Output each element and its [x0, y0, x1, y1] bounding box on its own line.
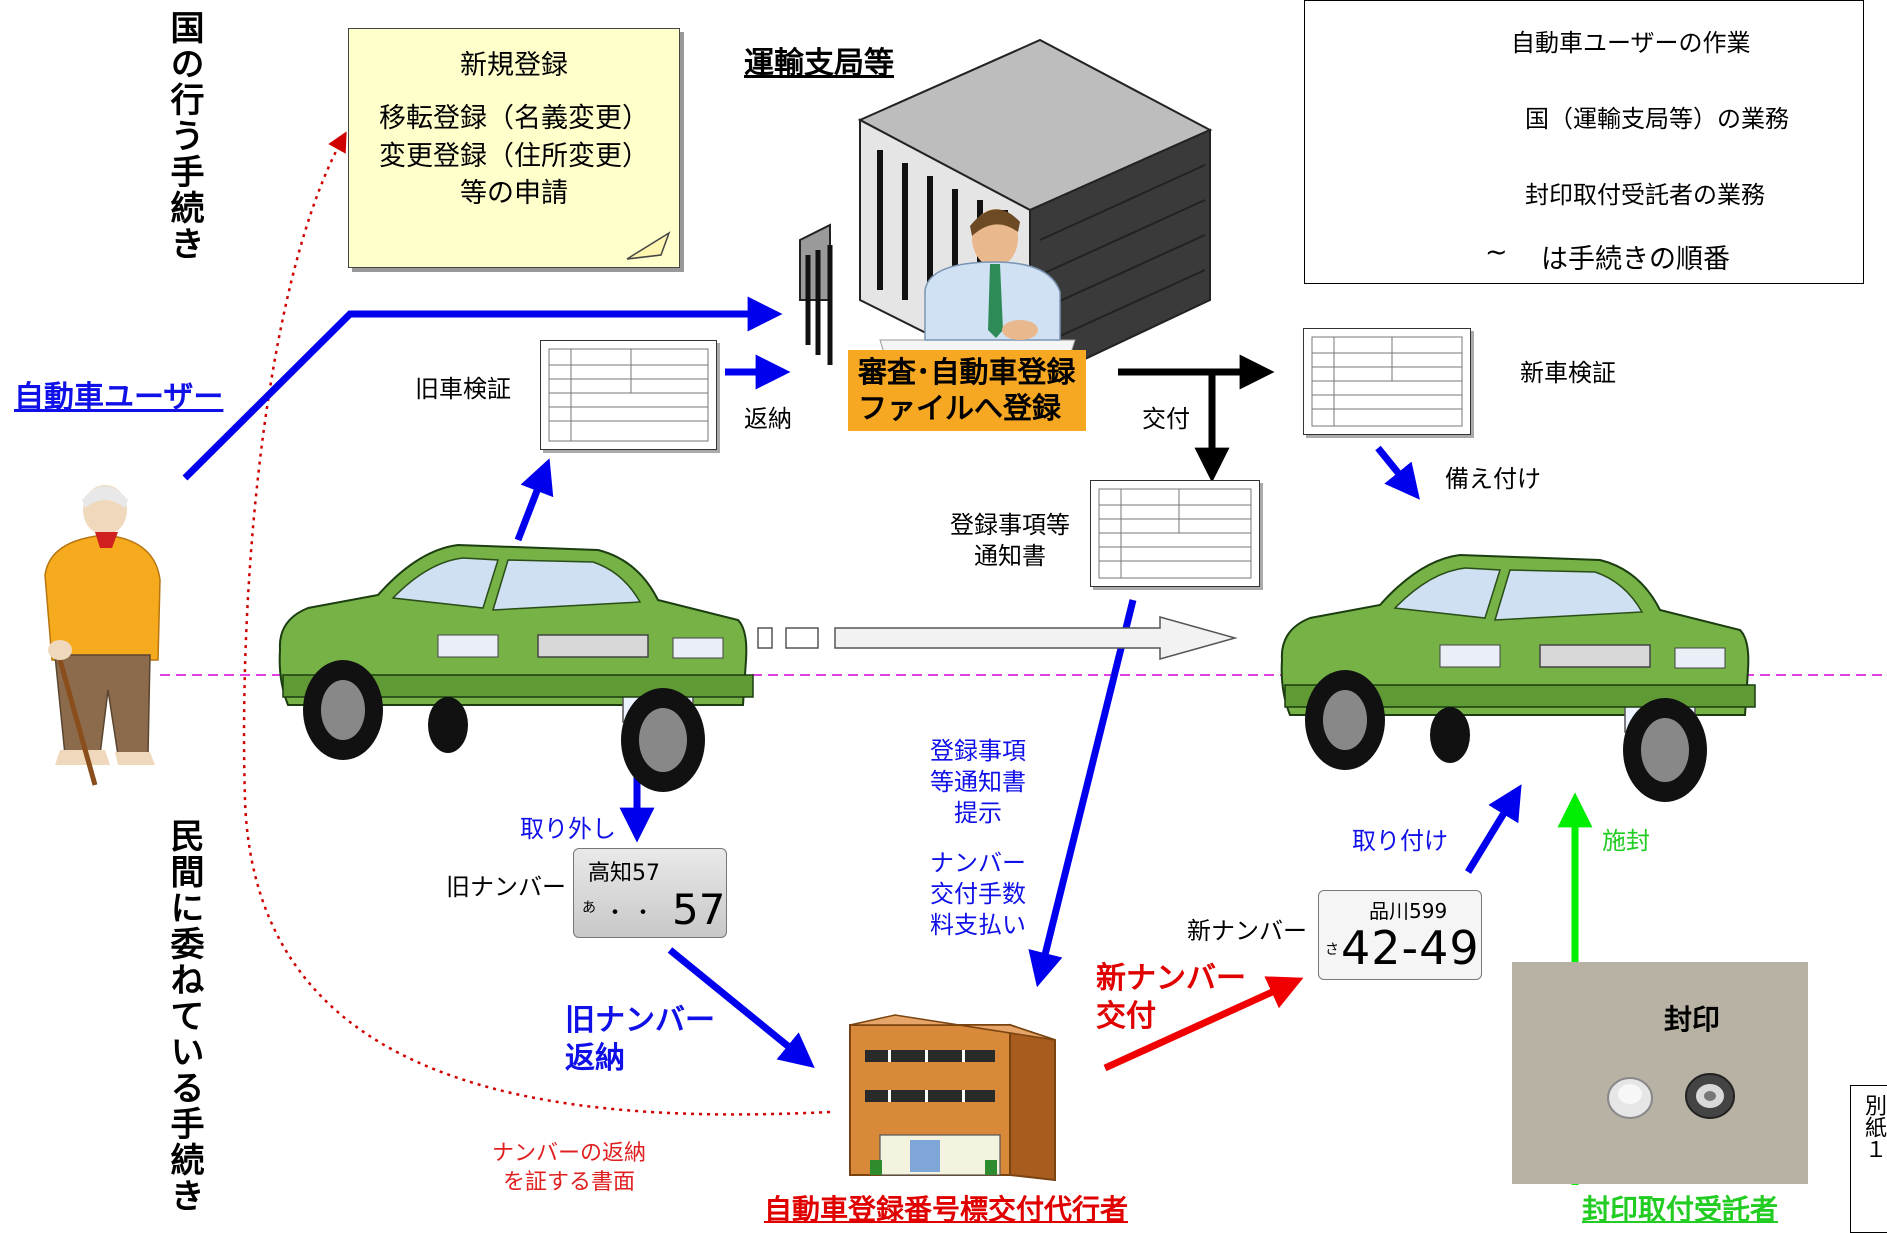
document-lines-icon: [1098, 488, 1252, 579]
old-car: [278, 543, 754, 792]
old-plate-top: 高知57: [588, 861, 660, 886]
new-number-label: 新ナンバー: [1187, 917, 1307, 945]
new-cert-document: [1303, 328, 1471, 435]
review-line-1: 審査･自動車登録: [858, 355, 1076, 389]
document-lines-icon: [548, 348, 709, 442]
attach-arrow: [1465, 784, 1522, 874]
new-issue-text: 新ナンバー 交付: [1096, 960, 1246, 1035]
application-note: 新規登録 移転登録（名義変更） 変更登録（住所変更） 等の申請: [348, 28, 680, 268]
review-highlight: 審査･自動車登録 ファイルへ登録: [848, 350, 1086, 431]
old-return-line-2: 返納: [565, 1040, 625, 1076]
fee-line-1: ナンバー: [930, 849, 1026, 877]
fee-text: ナンバー 交付手数 料支払い: [930, 848, 1026, 942]
seal-caps-icon: [1607, 1073, 1735, 1119]
fee-line-3: 料支払い: [930, 911, 1026, 940]
equip-label: 備え付け: [1445, 465, 1541, 493]
transfer-block-2: [785, 627, 819, 649]
equip-arrow: [1375, 445, 1420, 500]
proof-dotted-curve: [242, 131, 831, 1116]
new-cert-label: 新車検証: [1520, 359, 1616, 387]
new-plate: 品川599 さ 42-49: [1318, 890, 1482, 980]
note-line-1: 新規登録: [460, 50, 568, 81]
note-line-2: 移転登録（名義変更）: [379, 103, 649, 135]
agent-label: 自動車登録番号標交付代行者: [764, 1193, 1129, 1226]
new-issue-line-1: 新ナンバー: [1096, 961, 1246, 996]
proof-line-1: ナンバーの返納: [492, 1141, 647, 1166]
notice-doc-line-1: 登録事項等: [950, 511, 1070, 539]
old-plate: 高知57 あ ・・ 57: [573, 848, 727, 938]
seal-photo: 封印: [1512, 962, 1808, 1184]
legend-user-work: 自動車ユーザーの作業: [1511, 29, 1751, 57]
user-label: 自動車ユーザー: [14, 380, 224, 415]
notice-doc-label: 登録事項等 通知書: [950, 510, 1070, 572]
gov-procedure-label: 国の行う手続き: [164, 10, 204, 262]
note-line-4: 等の申請: [460, 177, 568, 209]
notice-to-agent-arrow: [1028, 599, 1137, 988]
transfer-block-1: [757, 627, 773, 649]
fee-line-2: 交付手数: [930, 880, 1026, 909]
old-return-line-1: 旧ナンバー: [565, 1003, 715, 1038]
transfer-arrow: [834, 616, 1238, 660]
legend-order-tilde: ~: [1485, 237, 1508, 268]
car-to-cert-arrow: [514, 458, 554, 542]
legend-gov-work: 国（運輸支局等）の業務: [1525, 105, 1789, 133]
new-car: [1280, 553, 1756, 802]
old-plate-return-arrow: [667, 947, 815, 1068]
legend-box: 自動車ユーザーの作業 国（運輸支局等）の業務 封印取付受託者の業務 ~ は手続き…: [1304, 0, 1864, 284]
seal-action-label: 施封: [1602, 827, 1650, 855]
office-title: 運輸支局等: [744, 46, 894, 81]
old-number-label: 旧ナンバー: [446, 873, 566, 901]
present-line-2: 等通知書: [930, 768, 1026, 797]
return-label: 返納: [744, 405, 792, 433]
present-text: 登録事項 等通知書 提示: [930, 736, 1026, 830]
new-plate-top: 品川599: [1369, 899, 1448, 923]
note-curl-icon: [626, 231, 671, 260]
seal-agent-label: 封印取付受託者: [1582, 1193, 1779, 1226]
attach-label: 取り付け: [1352, 827, 1448, 855]
new-plate-num: 42-49: [1341, 921, 1480, 975]
old-return-text: 旧ナンバー 返納: [565, 1002, 715, 1077]
remove-label: 取り外し: [520, 815, 616, 843]
agent-building: [849, 1014, 1056, 1182]
legend-order-text: は手続きの順番: [1541, 244, 1730, 275]
note-line-3: 変更登録（住所変更）: [379, 140, 649, 172]
old-plate-dots: ・・: [604, 901, 661, 926]
review-line-2: ファイルへ登録: [858, 391, 1062, 426]
old-plate-num: 57: [672, 885, 726, 934]
issue-label: 交付: [1142, 405, 1190, 433]
proof-line-2: を証する書面: [503, 1169, 636, 1195]
office-building: [799, 38, 1213, 387]
present-line-3: 提示: [954, 799, 1002, 828]
present-line-1: 登録事項: [930, 737, 1026, 765]
private-procedure-label: 民間に委ねている手続き: [164, 818, 204, 1214]
notice-doc-line-2: 通知書: [974, 542, 1046, 571]
user-figure: [44, 485, 161, 786]
attachment-tab: 別紙１: [1850, 1085, 1887, 1233]
notice-document: [1090, 480, 1260, 587]
old-cert-document: [540, 340, 717, 450]
new-plate-kana: さ: [1325, 942, 1339, 958]
seal-photo-label: 封印: [1664, 1003, 1721, 1036]
document-lines-icon: [1311, 336, 1463, 427]
attachment-tab-label: 別紙１: [1861, 1094, 1886, 1160]
proof-text: ナンバーの返納 を証する書面: [492, 1140, 646, 1197]
new-plate-issue-arrow: [1103, 976, 1304, 1072]
old-plate-kana: あ: [582, 900, 596, 916]
legend-seal-work: 封印取付受託者の業務: [1525, 181, 1765, 209]
user-to-office-arrow: [182, 296, 783, 481]
new-issue-line-2: 交付: [1096, 998, 1156, 1034]
old-cert-label: 旧車検証: [415, 375, 511, 403]
